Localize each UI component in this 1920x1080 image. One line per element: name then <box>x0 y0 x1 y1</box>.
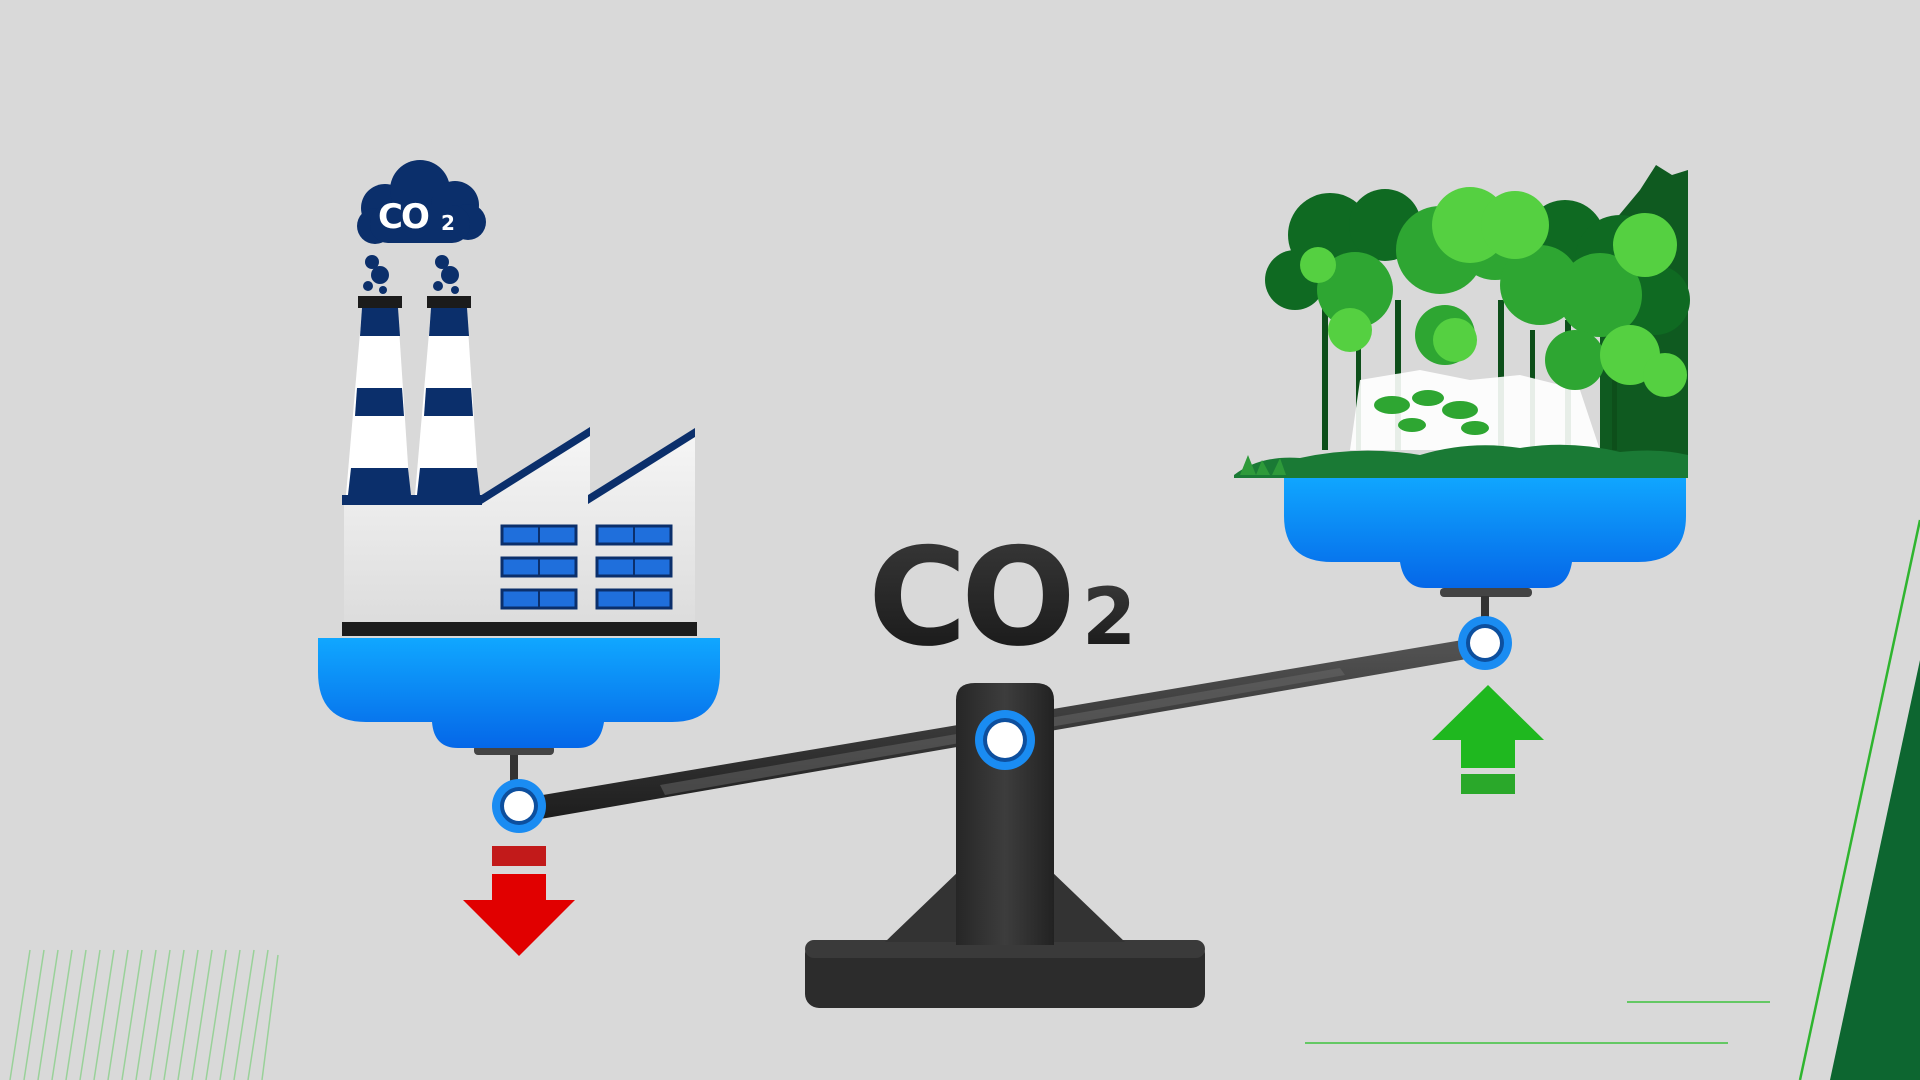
corner-green-band <box>1830 660 1920 1080</box>
right-pivot <box>1458 616 1512 670</box>
center-co2-label: CO 2 <box>868 519 1136 676</box>
factory-icon: CO 2 <box>342 160 697 636</box>
right-pan <box>1284 476 1686 626</box>
co2-cloud-icon: CO 2 <box>357 160 486 244</box>
left-pivot <box>492 779 546 833</box>
center-pivot <box>975 710 1035 770</box>
center-co2-formula: CO <box>868 519 1070 676</box>
smoke-puffs <box>363 255 459 294</box>
arrow-up-icon <box>1432 685 1544 794</box>
left-pan <box>318 638 720 788</box>
decorative-accent-lines <box>1305 519 1920 1080</box>
arrow-down-icon <box>463 846 575 956</box>
decorative-hatch-lines <box>9 949 279 1080</box>
center-co2-subscript: 2 <box>1082 573 1136 663</box>
forest-icon <box>1234 165 1690 478</box>
cloud-co2-subscript: 2 <box>441 211 455 235</box>
cloud-co2-formula: CO <box>378 197 429 237</box>
